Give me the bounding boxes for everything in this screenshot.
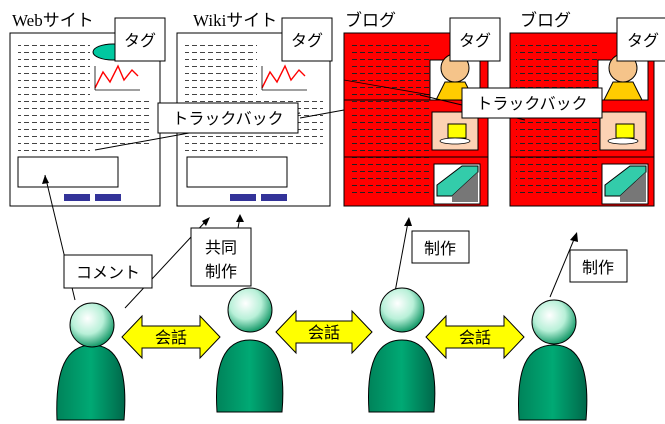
tag-label: タグ xyxy=(291,31,323,50)
comment-box xyxy=(17,156,119,188)
person-body xyxy=(368,339,436,413)
person-head xyxy=(531,299,577,345)
person-body xyxy=(216,339,284,413)
conversation-arrow-2 xyxy=(275,309,373,355)
button-2 xyxy=(95,194,121,201)
line-graph xyxy=(94,64,139,89)
text-lines xyxy=(18,40,90,152)
conversation-arrow-1 xyxy=(121,314,221,360)
panel-blog-1: ブログ タグ xyxy=(343,10,501,207)
conversation-arrows: 会話 会話 会話 xyxy=(121,309,525,360)
produce-label-1: 制作 xyxy=(424,239,456,258)
button-1 xyxy=(64,194,90,201)
trackback-links: トラックバック トラックバック xyxy=(94,87,603,151)
person-body xyxy=(518,344,588,421)
line-graph xyxy=(261,64,306,89)
tag-label: タグ xyxy=(459,31,491,50)
tag-label: タグ xyxy=(124,31,156,50)
person-1 xyxy=(56,302,126,421)
conversation-label-3: 会話 xyxy=(459,328,491,347)
button-1 xyxy=(230,194,256,201)
profile-body xyxy=(603,81,643,101)
button-2 xyxy=(261,194,287,201)
connector-lines xyxy=(42,174,578,309)
tag-label: タグ xyxy=(627,31,659,50)
collab-label-line2: 制作 xyxy=(205,262,237,281)
panel-website: Webサイト タグ xyxy=(9,11,166,207)
person-head xyxy=(227,287,273,333)
panel-title: Webサイト xyxy=(12,11,94,30)
produce-label-2: 制作 xyxy=(582,258,614,277)
person-head xyxy=(69,302,115,348)
person-3 xyxy=(368,287,436,413)
panel-title: Wikiサイト xyxy=(193,11,277,30)
person-2 xyxy=(216,287,284,413)
trackback-label-left: トラックバック xyxy=(172,109,283,128)
conversation-label-2: 会話 xyxy=(308,323,340,342)
panel-title: ブログ xyxy=(345,10,396,31)
callouts: コメント 共同 制作 制作 制作 xyxy=(63,227,628,289)
comment-label: コメント xyxy=(76,263,140,282)
conversation-label-1: 会話 xyxy=(155,328,187,347)
panel-title: ブログ xyxy=(520,10,571,31)
collab-label-line1: 共同 xyxy=(205,238,237,257)
person-4 xyxy=(518,299,588,421)
trackback-label-right: トラックバック xyxy=(476,94,587,113)
comment-box xyxy=(186,156,288,188)
conversation-arrow-3 xyxy=(425,314,525,360)
person-head xyxy=(379,287,425,333)
person-body xyxy=(56,344,126,421)
